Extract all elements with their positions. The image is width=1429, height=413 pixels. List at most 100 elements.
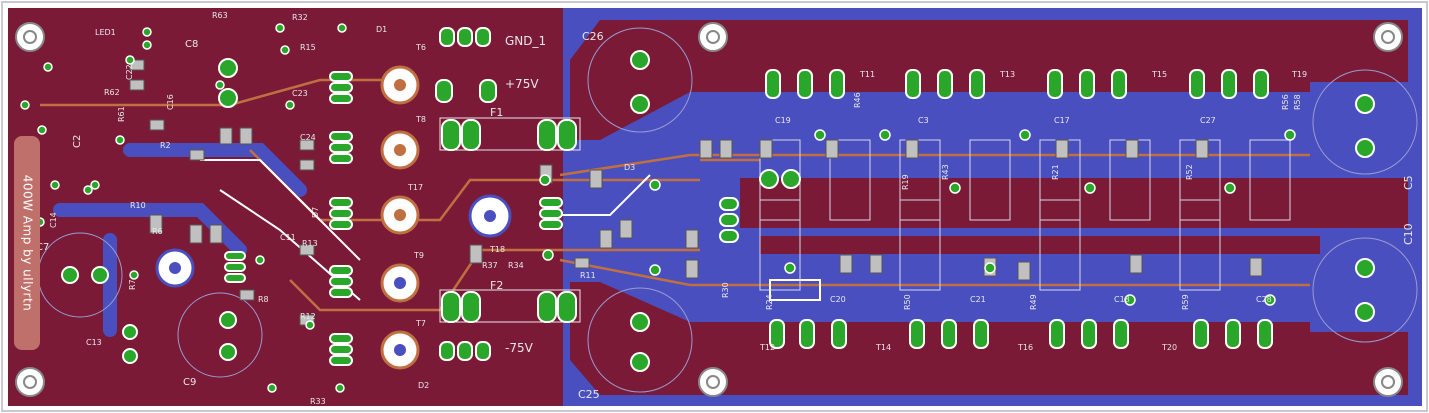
label-c13: C13 [86, 338, 102, 347]
label-r24: R24 [765, 294, 774, 310]
driver-transistors [155, 65, 512, 370]
label-t17: T17 [407, 183, 423, 192]
mounting-hole-bottom-right [1373, 367, 1403, 397]
label-t16: T16 [1017, 343, 1033, 352]
cap-c5-outline [1312, 69, 1418, 175]
mounting-hole-top-mid [698, 22, 728, 52]
label-r63: R63 [212, 11, 228, 20]
label-r30: R30 [721, 282, 730, 298]
label-led1: LED1 [95, 28, 116, 37]
label-t9: T9 [413, 251, 424, 260]
label-t18: T18 [489, 245, 505, 254]
mounting-hole-bottom-mid [698, 367, 728, 397]
board-title-label: 400W Amp by ullyrtn [14, 136, 40, 350]
label-c23: C23 [292, 89, 308, 98]
label-r37: R37 [482, 261, 498, 270]
label-f2: F2 [490, 279, 503, 292]
label-c5: C5 [1402, 175, 1415, 190]
label-r2: R2 [160, 141, 171, 150]
label-t19: T19 [1291, 70, 1307, 79]
label-r52: R52 [1185, 164, 1194, 180]
label-r34: R34 [508, 261, 524, 270]
mounting-hole-top-right [1373, 22, 1403, 52]
label-r62: R62 [104, 88, 120, 97]
label-r21: R21 [1051, 164, 1060, 180]
label-r10: R10 [130, 201, 146, 210]
fuse-f1-body [439, 117, 581, 151]
label-r56: R56 [1281, 94, 1290, 110]
label-d2: D2 [418, 381, 429, 390]
label-c10: C10 [1402, 223, 1415, 245]
smd-pads [129, 59, 1263, 326]
label-c27: C27 [1200, 116, 1216, 125]
label-c16: C16 [166, 94, 175, 110]
label-r59: R59 [1181, 294, 1190, 310]
right-edge-strip [1408, 8, 1422, 406]
label-vpos: +75V [505, 77, 539, 91]
label-t13: T13 [999, 70, 1015, 79]
fuse-f2-body [439, 289, 581, 323]
label-t7: T7 [415, 319, 426, 328]
label-t14: T14 [875, 343, 891, 352]
label-c17: C17 [1054, 116, 1070, 125]
label-c21: C21 [970, 295, 986, 304]
transistor-lead-pads [224, 27, 563, 366]
cap-c9-outline [177, 292, 263, 378]
bottom-traces-driver [53, 143, 307, 337]
label-r32: R32 [292, 13, 308, 22]
label-t20: T20 [1161, 343, 1177, 352]
label-c8: C8 [185, 39, 198, 50]
mounting-hole-bottom-left [15, 367, 45, 397]
label-r19: R19 [901, 174, 910, 190]
label-c18: C18 [1114, 295, 1130, 304]
label-t12: T12 [759, 343, 775, 352]
fuse-holders [439, 117, 581, 323]
label-r49: R49 [1029, 294, 1038, 310]
label-r6: R6 [152, 227, 163, 236]
capacitor-pads [61, 50, 1375, 372]
label-c9: C9 [183, 377, 196, 388]
cap-c26-outline [587, 27, 693, 133]
label-r8: R8 [258, 295, 269, 304]
label-c25: C25 [578, 388, 600, 401]
label-c14: C14 [49, 212, 58, 228]
output-bus-pads [719, 169, 801, 243]
label-c28: C28 [1256, 295, 1272, 304]
label-r61: R61 [117, 106, 126, 122]
label-c7: C7 [36, 242, 49, 253]
cap-c10-outline [1312, 237, 1418, 343]
label-r7: R7 [128, 279, 137, 290]
label-c24: C24 [300, 133, 316, 142]
label-t8: T8 [415, 115, 426, 124]
vias [20, 23, 1296, 393]
label-c11: C11 [280, 233, 296, 242]
mounting-holes [15, 22, 1403, 397]
component-labels: LED1 R63 R32 R15 C8 C2 C7 C9 C13 C14 C11… [36, 11, 1415, 406]
label-vneg: -75V [505, 341, 534, 355]
label-r50: R50 [903, 294, 912, 310]
label-d7: D7 [311, 207, 320, 218]
label-d1: D1 [376, 25, 387, 34]
label-c2: C2 [72, 135, 83, 148]
label-d3: D3 [624, 163, 635, 172]
label-t6: T6 [415, 43, 426, 52]
label-r43: R43 [941, 164, 950, 180]
highlight-traces [200, 159, 821, 301]
output-transistors-bottom [769, 319, 1273, 349]
board-title-text: 400W Amp by ullyrtn [20, 174, 35, 312]
top-copper-positive-rail [570, 20, 1408, 140]
label-r12: R12 [300, 312, 316, 321]
label-r33: R33 [310, 397, 326, 406]
label-r11: R11 [580, 271, 596, 280]
label-r58: R58 [1293, 94, 1302, 110]
label-c26: C26 [582, 30, 604, 43]
label-r46: R46 [853, 92, 862, 108]
label-c19: C19 [775, 116, 791, 125]
label-r15: R15 [300, 43, 316, 52]
label-c20: C20 [830, 295, 846, 304]
cap-c25-outline [587, 287, 693, 393]
label-t11: T11 [859, 70, 875, 79]
label-c22: C22 [125, 64, 134, 80]
capacitor-outlines [37, 27, 1418, 393]
